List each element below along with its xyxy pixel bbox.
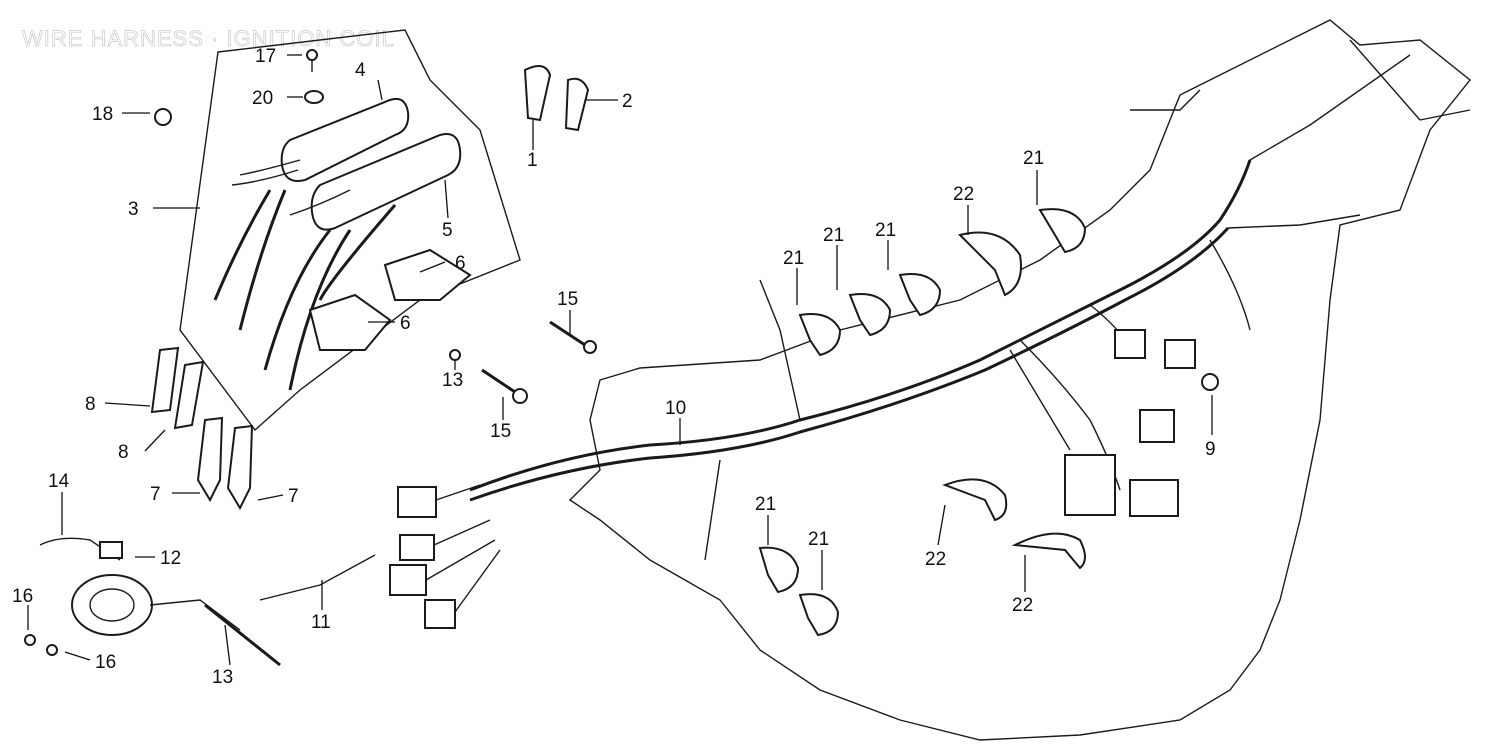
band-21-e (758, 546, 800, 594)
screws-16-part (24, 634, 58, 656)
callout-5: 5 (442, 220, 453, 241)
callout-10: 10 (665, 398, 686, 419)
band-21-d (1038, 208, 1087, 254)
clamp-22-c (1011, 532, 1086, 570)
wire-11-part (259, 554, 376, 601)
callout-17: 17 (255, 46, 276, 67)
leader-lines (27, 54, 1213, 666)
callout-20: 20 (252, 88, 273, 109)
callout-3: 3 (128, 199, 139, 220)
frame-inner-line (1130, 39, 1471, 121)
connector-right-3 (1139, 409, 1175, 443)
callout-18: 18 (92, 104, 113, 125)
frame-outline (568, 19, 1471, 741)
grommet-9-part (1201, 373, 1219, 391)
callout-1: 1 (527, 150, 538, 171)
nut-20-part (304, 90, 324, 104)
callout-15-upper: 15 (557, 289, 578, 310)
coil-mount-6-upper (383, 248, 472, 301)
callout-16-lower: 16 (95, 652, 116, 673)
ignition-coil-upper (213, 97, 410, 331)
callout-9: 9 (1205, 439, 1216, 460)
washer-13-part (449, 349, 461, 361)
bolt-15-lower-part (481, 368, 528, 404)
connector-right-1 (1114, 329, 1146, 359)
callout-22-a: 22 (953, 184, 974, 205)
clamp-22-a (958, 231, 1022, 297)
ignition-coil-lower (263, 133, 462, 391)
main-wire-harness (469, 54, 1411, 561)
ignition-coil-bracket (179, 29, 521, 432)
callout-6-lower: 6 (400, 313, 411, 334)
pulse-generator-part (39, 537, 241, 636)
connector-right-4 (1064, 454, 1116, 516)
callout-21-b: 21 (823, 225, 844, 246)
clip-1-part (523, 65, 552, 122)
band-21-a (798, 313, 842, 357)
callout-6-upper: 6 (455, 253, 466, 274)
clip-2-part (564, 77, 590, 132)
callout-22-c: 22 (1012, 595, 1033, 616)
connector-right-2 (1164, 339, 1196, 369)
coil-mount-6-lower (308, 293, 392, 351)
callout-7-right: 7 (288, 486, 299, 507)
callout-4: 4 (355, 60, 366, 81)
callout-15-lower: 15 (490, 421, 511, 442)
callout-11: 11 (311, 612, 331, 633)
callout-22-b: 22 (925, 549, 946, 570)
callout-16-upper: 16 (12, 586, 33, 607)
callout-8-upper: 8 (85, 394, 96, 415)
callout-21-a: 21 (783, 248, 804, 269)
callout-14: 14 (48, 471, 70, 492)
callout-13-lower: 13 (212, 667, 233, 688)
clamp-22-b (942, 478, 1008, 522)
spark-plug-caps-8 (150, 346, 205, 430)
lead-13-part (204, 603, 281, 667)
band-21-b (848, 293, 892, 337)
band-21-c (898, 273, 942, 317)
spark-plug-caps-7 (196, 416, 254, 511)
band-21-f (798, 593, 840, 637)
callout-21-c: 21 (875, 220, 896, 241)
callout-8-lower: 8 (118, 442, 129, 463)
callout-7-left: 7 (150, 484, 161, 505)
callout-21-f: 21 (808, 529, 829, 550)
connector-right-5 (1129, 479, 1179, 517)
callout-12: 12 (160, 548, 181, 569)
callout-2: 2 (622, 91, 633, 112)
bolt-15-upper-part (549, 320, 597, 354)
harness-connectors-left (389, 484, 501, 629)
grommet-18-part (154, 108, 172, 126)
callout-21-e: 21 (755, 494, 776, 515)
callout-13-upper: 13 (442, 370, 463, 391)
callout-21-d: 21 (1023, 148, 1044, 169)
screw-17-part (306, 49, 318, 72)
